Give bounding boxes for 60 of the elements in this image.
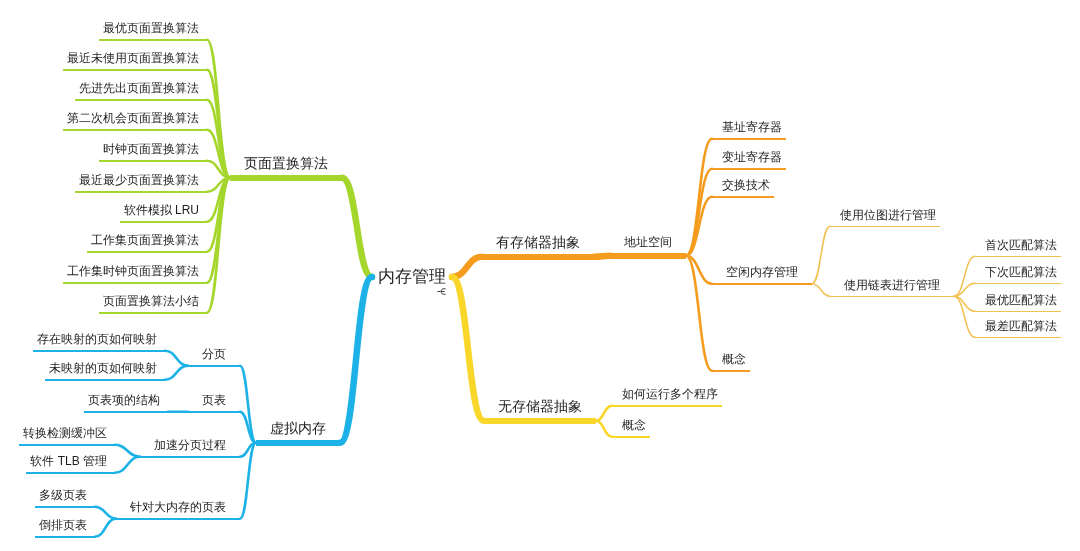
branch-line bbox=[166, 410, 190, 413]
topic-label: 概念 bbox=[612, 418, 650, 438]
topic-label: 针对大内存的页表 bbox=[116, 500, 240, 520]
branch-line bbox=[238, 441, 258, 458]
central-topic: 内存管理 bbox=[372, 264, 452, 290]
topic-label: 最近最少页面置换算法 bbox=[75, 173, 207, 193]
branch-line bbox=[238, 410, 258, 445]
topic-label: 转换检测缓冲区 bbox=[19, 426, 115, 446]
topic-label: 虚拟内存 bbox=[256, 420, 340, 446]
topic-label: 多级页表 bbox=[35, 488, 95, 508]
branch-line bbox=[811, 225, 831, 285]
topic-label: 最优页面置换算法 bbox=[99, 21, 207, 41]
topic-label: 页面置换算法小结 bbox=[99, 294, 207, 314]
topic-label: 空闲内存管理 bbox=[712, 265, 812, 285]
branch-line bbox=[113, 443, 142, 458]
branch-line bbox=[684, 195, 714, 258]
topic-label: 页面置换算法 bbox=[230, 155, 342, 181]
topic-label: 最近未使用页面置换算法 bbox=[63, 51, 207, 71]
topic-label: 有存储器抽象 bbox=[482, 234, 594, 260]
topic-label: 首次匹配算法 bbox=[975, 238, 1061, 257]
topic-label: 未映射的页如何映射 bbox=[45, 361, 165, 381]
branch-line bbox=[163, 364, 190, 381]
topic-label: 页表项的结构 bbox=[84, 393, 168, 413]
branch-line bbox=[953, 295, 976, 338]
branch-line bbox=[594, 419, 614, 438]
topic-label: 倒排页表 bbox=[35, 518, 95, 538]
branch-line bbox=[113, 455, 142, 474]
branch-line bbox=[594, 404, 614, 423]
topic-label: 概念 bbox=[712, 352, 750, 372]
branch-line bbox=[684, 254, 714, 372]
topic-label: 基址寄存器 bbox=[712, 120, 786, 140]
topic-label: 软件 TLB 管理 bbox=[26, 454, 115, 474]
branch-line bbox=[953, 282, 976, 297]
topic-label: 最差匹配算法 bbox=[975, 319, 1061, 338]
branch-line bbox=[811, 282, 831, 297]
branch-line bbox=[93, 517, 118, 538]
branch-line bbox=[953, 255, 976, 297]
topic-label: 交换技术 bbox=[712, 178, 774, 198]
topic-label: 工作集时钟页面置换算法 bbox=[63, 264, 207, 284]
topic-label: 工作集页面置换算法 bbox=[87, 233, 207, 253]
branch-line bbox=[238, 441, 258, 520]
topic-label: 地址空间 bbox=[610, 235, 686, 259]
topic-label: 页表 bbox=[188, 393, 240, 413]
topic-label: 下次匹配算法 bbox=[975, 265, 1061, 284]
topic-label: 变址寄存器 bbox=[712, 150, 786, 170]
branch-line bbox=[205, 176, 232, 314]
branch-line bbox=[163, 349, 190, 367]
topic-label: 分页 bbox=[188, 347, 240, 367]
topic-label: 第二次机会页面置换算法 bbox=[63, 111, 207, 131]
topic-label: 先进先出页面置换算法 bbox=[75, 81, 207, 101]
topic-label: 存在映射的页如何映射 bbox=[33, 332, 165, 352]
topic-label: 使用链表进行管理 bbox=[830, 278, 954, 297]
topic-label: 时钟页面置换算法 bbox=[99, 142, 207, 162]
topic-label: 加速分页过程 bbox=[140, 438, 240, 458]
topic-label: 无存储器抽象 bbox=[484, 398, 596, 424]
topic-label: 软件模拟 LRU bbox=[119, 203, 207, 223]
branch-line bbox=[93, 505, 118, 520]
topic-label: 如何运行多个程序 bbox=[612, 387, 722, 407]
topic-label: 使用位图进行管理 bbox=[830, 208, 940, 227]
topic-label: 最优匹配算法 bbox=[975, 293, 1061, 312]
